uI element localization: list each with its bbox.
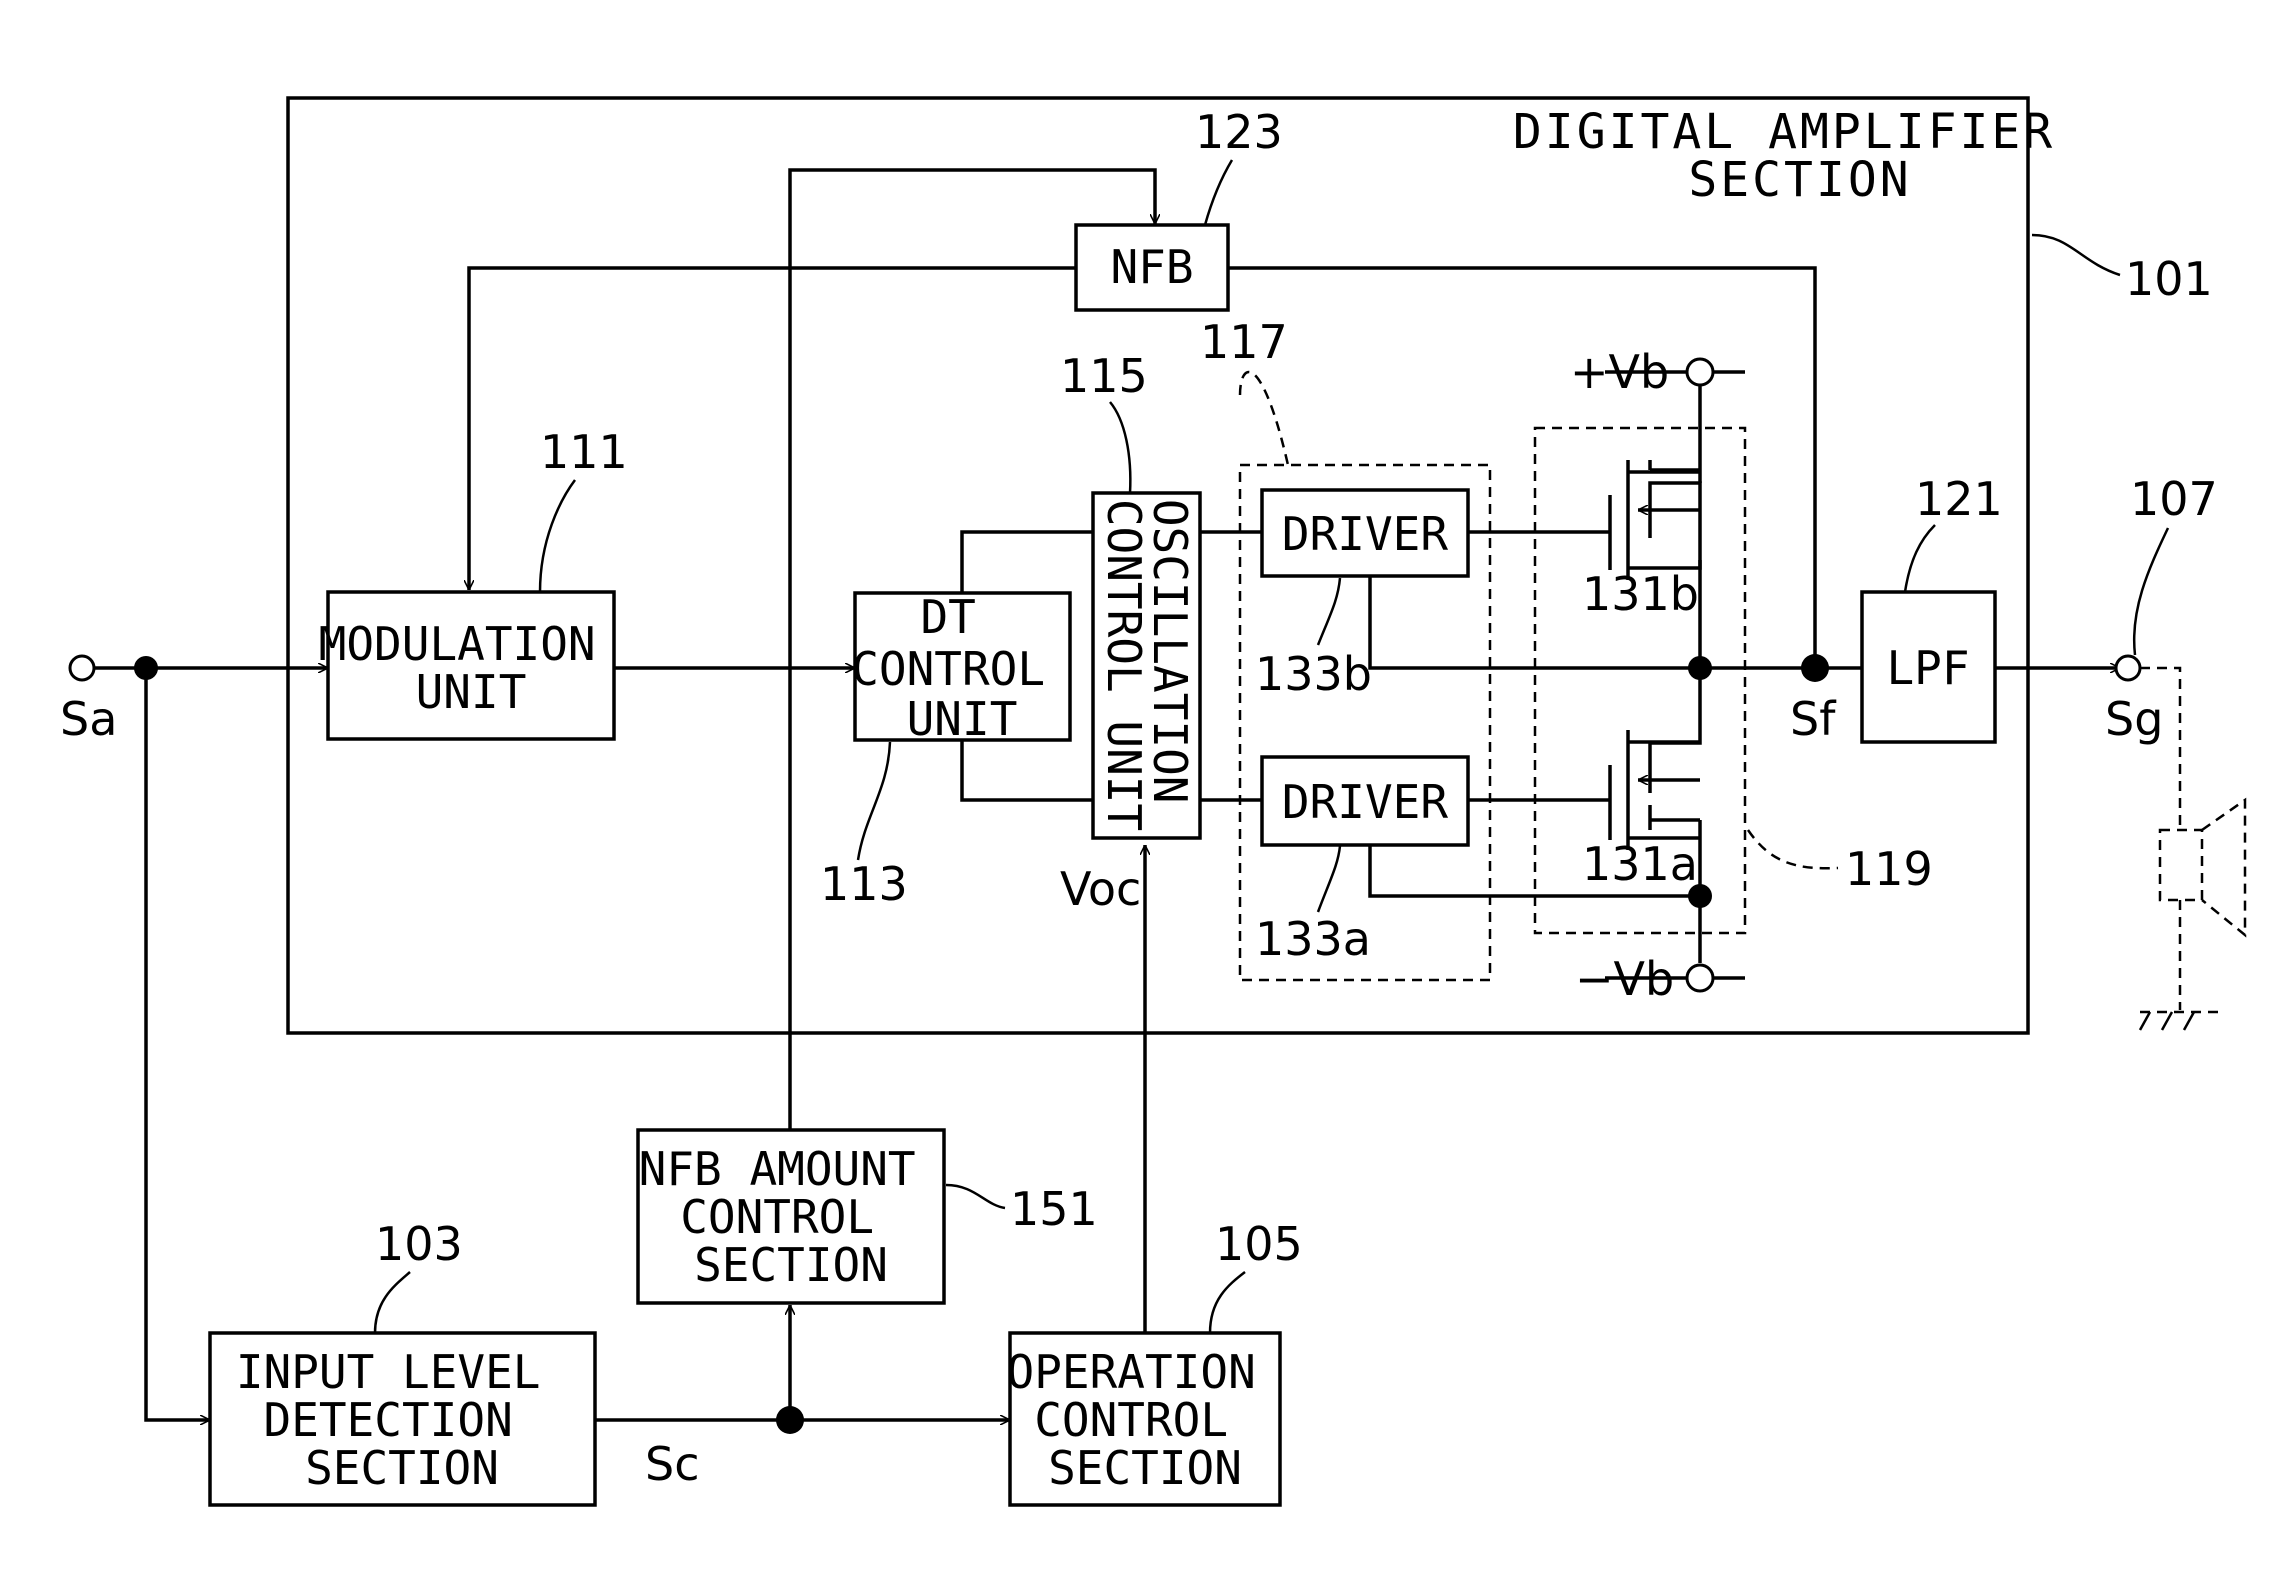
signal-vb-neg: −Vb	[1575, 952, 1674, 1006]
terminal-sg	[2116, 656, 2140, 680]
driver-b-block: DRIVER	[1262, 490, 1468, 576]
ref-133a: 133a	[1255, 912, 1371, 966]
ref-131b: 131b	[1582, 567, 1699, 621]
signal-sc: Sc	[645, 1437, 700, 1491]
terminal-vb-neg	[1687, 965, 1713, 991]
terminal-vb-pos	[1687, 359, 1713, 385]
ref-105: 105	[1215, 1217, 1303, 1271]
svg-text:DRIVER: DRIVER	[1282, 775, 1448, 829]
signal-sg: Sg	[2105, 692, 2163, 746]
nfb-block: NFB	[1076, 225, 1228, 310]
svg-text:OSCILLATION CONTROL UNIT: OSCILLATION CONTROL UNIT	[1097, 499, 1197, 831]
driver-a-block: DRIVER	[1262, 757, 1468, 845]
ref-123: 123	[1195, 105, 1283, 159]
signal-sf: Sf	[1790, 692, 1837, 746]
modulation-unit-block: MODULATION UNIT	[319, 592, 624, 739]
ref-107: 107	[2130, 472, 2218, 526]
ref-121: 121	[1915, 472, 2003, 526]
section-title: DIGITAL AMPLIFIER SECTION	[1513, 104, 2087, 208]
svg-text:NFB: NFB	[1110, 240, 1193, 294]
ref-133b: 133b	[1255, 647, 1372, 701]
ref-115: 115	[1060, 349, 1148, 403]
fet-131b	[1610, 460, 1700, 580]
ref-117: 117	[1200, 315, 1288, 369]
ref-113: 113	[820, 857, 908, 911]
operation-control-section-block: OPERATION CONTROL SECTION	[1007, 1333, 1284, 1505]
svg-text:OPERATION CONTROL: OPERATION CONTROL SECTION	[1007, 1345, 1284, 1495]
input-level-detection-section-block: INPUT LEVEL DETECTION SECTION	[210, 1333, 595, 1505]
ref-101: 101	[2125, 252, 2213, 306]
signal-vb-pos: +Vb	[1570, 345, 1669, 399]
ref-131a: 131a	[1582, 837, 1698, 891]
ref-103: 103	[375, 1217, 463, 1271]
signal-voc: Voc	[1060, 862, 1141, 916]
dt-control-unit-block: DT CONTROL UNIT	[851, 590, 1073, 746]
nfb-amount-control-section-block: NFB AMOUNT CONTROL SECTION	[638, 1130, 944, 1303]
svg-text:DRIVER: DRIVER	[1282, 507, 1448, 561]
lpf-block: LPF	[1862, 592, 1995, 742]
svg-text:LPF: LPF	[1886, 641, 1969, 695]
ref-119: 119	[1845, 842, 1933, 896]
oscillation-control-unit-block: OSCILLATION CONTROL UNIT	[1093, 493, 1200, 838]
signal-sa: Sa	[60, 692, 117, 746]
terminal-sa	[70, 656, 94, 680]
ref-111: 111	[540, 425, 628, 479]
ref-151: 151	[1010, 1182, 1098, 1236]
fet-131a	[1610, 730, 1700, 850]
